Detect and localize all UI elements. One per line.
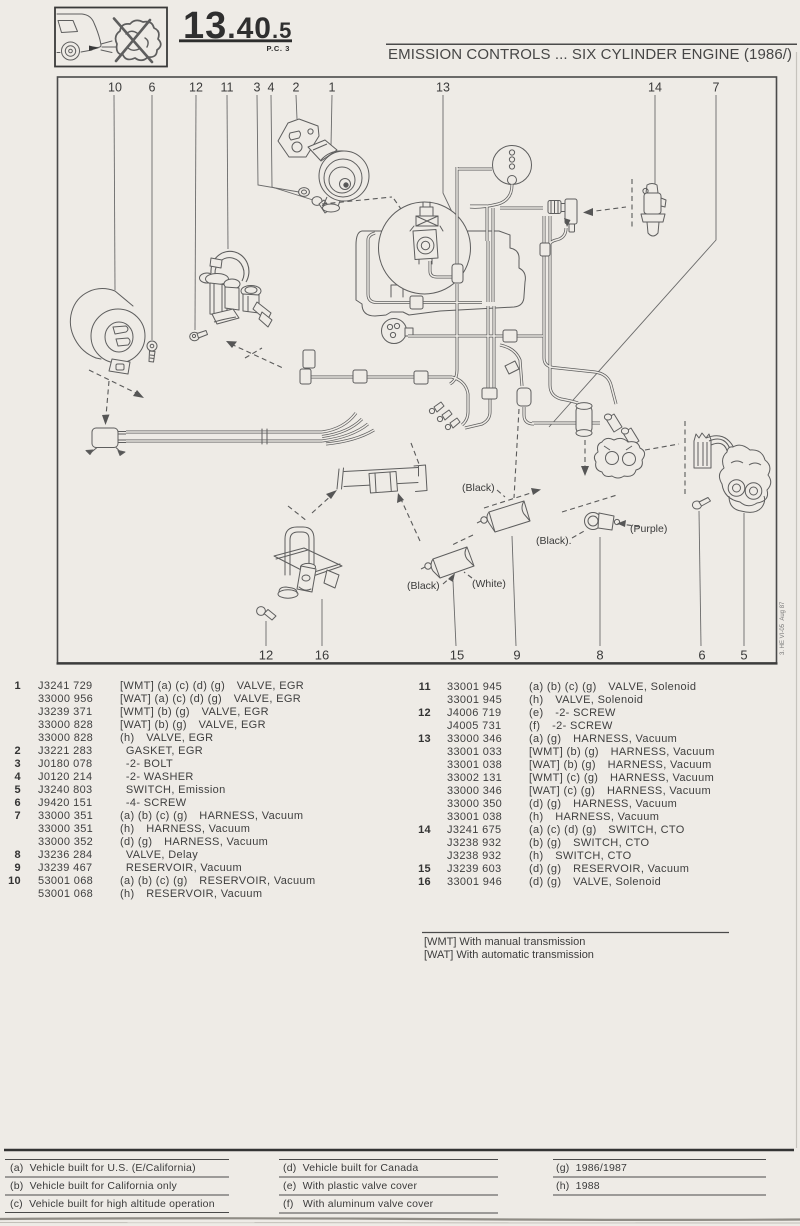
svg-text:3: 3 [254, 81, 261, 95]
svg-text:12: 12 [189, 81, 203, 95]
svg-text:10: 10 [108, 81, 122, 95]
svg-text:3. HE VI-05 Aug 87: 3. HE VI-05 Aug 87 [780, 601, 786, 655]
svg-text:(Black): (Black) [407, 580, 440, 592]
svg-text:9: 9 [513, 648, 520, 663]
svg-text:11: 11 [221, 81, 234, 95]
svg-text:13: 13 [436, 81, 450, 95]
svg-text:12: 12 [259, 648, 273, 663]
svg-text:(Purple): (Purple) [630, 523, 667, 535]
svg-text:6: 6 [698, 648, 705, 663]
svg-text:15: 15 [450, 648, 464, 663]
svg-text:6: 6 [149, 81, 156, 95]
svg-text:16: 16 [315, 648, 329, 663]
svg-text:(White): (White) [472, 578, 506, 590]
svg-text:5: 5 [740, 648, 747, 663]
svg-text:1: 1 [329, 81, 336, 95]
svg-text:7: 7 [713, 81, 720, 95]
svg-text:14: 14 [648, 81, 662, 95]
svg-text:(Black).: (Black). [536, 535, 572, 547]
svg-text:4: 4 [268, 81, 275, 95]
svg-text:8: 8 [596, 648, 603, 663]
svg-text:(Black): (Black) [462, 482, 495, 494]
svg-text:2: 2 [293, 81, 300, 95]
